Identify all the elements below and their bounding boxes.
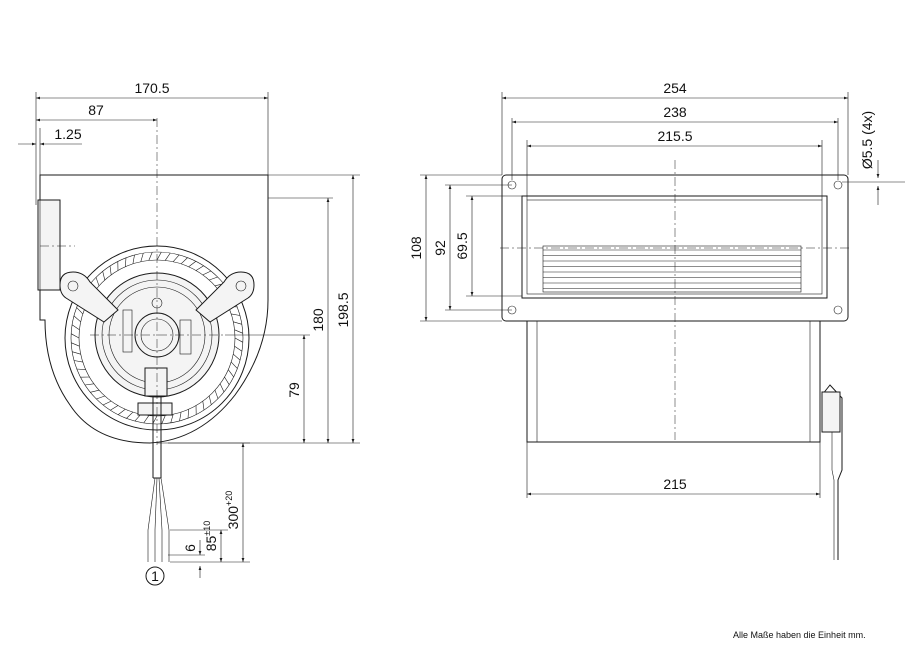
dim-92: 92 (432, 240, 448, 256)
dim-1-25: 1.25 (54, 126, 81, 142)
dim-85-value: 85 (203, 535, 219, 551)
blade-tick (70, 342, 80, 347)
blade-tick (164, 252, 171, 261)
callout-circle (145, 566, 165, 586)
dim-85-tol: ±10 (202, 521, 212, 536)
blade-tick (180, 257, 188, 265)
blade-tick (209, 276, 218, 281)
blade-tick (224, 376, 230, 385)
blade-tick (71, 324, 80, 331)
blade-tick (233, 321, 242, 325)
blade-tick (179, 412, 182, 422)
blade-tick (140, 253, 144, 262)
mounting-hole-br (833, 305, 843, 315)
dim-170-5: 170.5 (134, 80, 169, 96)
blade-tick (233, 353, 241, 361)
blade-tick (188, 261, 197, 267)
blade-tick (84, 383, 94, 386)
motor-label-right (179, 319, 192, 355)
blade-tick (148, 251, 153, 261)
blade-tick (219, 383, 225, 393)
blade-tick (70, 333, 80, 339)
blade-tick (172, 254, 180, 262)
dim-300: 300+20 (224, 491, 241, 530)
mounting-arm-left (59, 271, 119, 323)
blade-tick (230, 361, 238, 369)
housing-body (526, 320, 821, 443)
motor-label-left (122, 309, 133, 353)
dim-238: 238 (663, 104, 687, 120)
dim-215: 215 (663, 476, 687, 492)
outlet-opening (521, 195, 828, 299)
dim-6: 6 (182, 544, 198, 552)
mounting-arm-right (195, 271, 255, 323)
blade-tick (228, 369, 234, 378)
dim-215-5: 215.5 (657, 128, 692, 144)
dim-hole-dia: Ø5.5 (4x) (859, 111, 875, 169)
blade-tick (76, 368, 86, 370)
dim-180: 180 (310, 308, 326, 332)
blade-tick (195, 265, 204, 271)
units-footnote: Alle Maße haben die Einheit mm. (733, 630, 866, 640)
blade-tick (234, 337, 244, 343)
housing-outline (39, 174, 269, 444)
blade-tick (73, 315, 81, 323)
blade-tick (202, 401, 205, 411)
blade-tick (170, 414, 174, 423)
wires (147, 477, 170, 562)
blade-tick (208, 395, 212, 405)
dim-69-5: 69.5 (454, 232, 470, 259)
blade-tick (125, 257, 127, 267)
dim-300-value: 300 (225, 506, 241, 530)
callout-label: 1 (151, 568, 159, 584)
dim-198-5: 198.5 (335, 292, 351, 327)
front-view: 254 238 215.5 215 108 92 69.5 Ø5.5 (4x) (408, 80, 905, 560)
blade-tick (234, 345, 243, 352)
blade-tick (126, 411, 134, 419)
blade-tick (214, 390, 219, 399)
blade-tick (90, 389, 100, 393)
side-cable (821, 384, 843, 560)
side-view: 170.5 87 1.25 198.5 180 79 300+20 85±10 … (18, 80, 360, 586)
cable-gland (144, 367, 168, 397)
dim-87: 87 (88, 102, 104, 118)
blade-tick (72, 351, 81, 355)
blade-tick (109, 265, 112, 275)
blade-tick (96, 395, 105, 400)
blade-tick (143, 415, 150, 424)
blade-tick (202, 270, 212, 276)
blade-tick (187, 409, 189, 419)
dim-300-tol: +20 (224, 491, 234, 506)
blade-tick (117, 409, 126, 415)
blade-tick (110, 405, 119, 411)
blade-tick (161, 415, 166, 425)
dim-85: 85±10 (202, 521, 219, 552)
dim-108: 108 (408, 236, 424, 260)
mounting-hole-tr (833, 180, 843, 190)
blade-tick (132, 254, 135, 264)
blade-tick (76, 307, 84, 315)
blade-tick (73, 360, 83, 363)
blade-tick (102, 271, 106, 281)
dim-254: 254 (663, 80, 687, 96)
impeller-front (542, 245, 802, 293)
blade-tick (231, 313, 241, 316)
blade-tick (156, 251, 162, 261)
outlet-stub (37, 199, 61, 291)
dim-79: 79 (286, 382, 302, 398)
blade-tick (102, 400, 112, 406)
blade-tick (234, 329, 244, 334)
blade-tick (95, 277, 100, 286)
